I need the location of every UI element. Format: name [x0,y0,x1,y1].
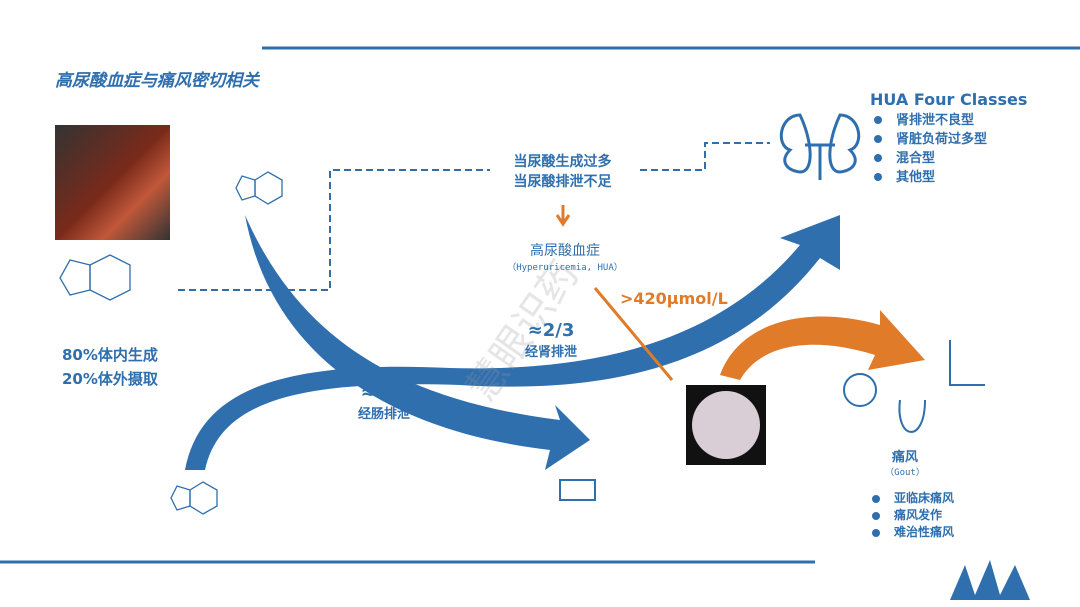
threshold-label: >420μmol/L [620,289,728,308]
source-line1: 80%体内生成 [62,346,158,364]
classes-title: HUA Four Classes [870,90,1028,109]
cause-line1: 当尿酸生成过多 [513,154,612,170]
cause-line2: 当尿酸排泄不足 [513,174,612,190]
gut-excretion: ≈1/3 经肠排泄 [358,382,410,422]
kidney-icon [779,113,861,180]
hua-label: 高尿酸血症 （Hyperuricemia, HUA） [490,240,640,273]
cause-text: 当尿酸生成过多 当尿酸排泄不足 [500,152,625,192]
gut-ratio: ≈1/3 [360,382,408,403]
arrow-to-gout [720,310,925,380]
hua-en: （Hyperuricemia, HUA） [507,263,623,273]
kidney-ratio: ≈2/3 [527,320,575,341]
dashed-connector-left [178,169,490,291]
purine-molecule-icon [59,171,283,515]
kidney-excretion: ≈2/3 经肾排泄 [525,320,577,360]
gout-stage: 痛风发作 [868,507,954,524]
gut-label: 经肠排泄 [358,407,411,422]
class-item: 混合型 [870,149,1027,168]
gout-label: 痛风 （Gout） [880,446,930,478]
hua-classes: HUA Four Classes 肾排泄不良型 肾脏负荷过多型 混合型 其他型 [870,90,1027,187]
class-item: 其他型 [870,168,1027,187]
gout-stage: 难治性痛风 [868,524,954,541]
urate-crystal-image [686,385,766,465]
down-arrow-icon [555,205,571,227]
intestine-icon [559,479,596,501]
grass-logo-icon [950,560,1030,600]
gout-icons [843,340,985,433]
arrow-to-gut [245,215,590,470]
gout-en: （Gout） [885,468,925,478]
arrow-to-kidney [185,215,840,470]
source-line2: 20%体外摄取 [62,370,158,388]
source-text: 80%体内生成 20%体外摄取 [62,343,158,391]
gout-name: 痛风 [891,450,918,465]
threshold-line [593,287,674,381]
page-title: 高尿酸血症与痛风密切相关 [55,71,259,91]
shrimp-image [55,125,170,240]
gout-stages: 亚临床痛风 痛风发作 难治性痛风 [868,490,954,541]
class-item: 肾排泄不良型 [870,111,1027,130]
dashed-connector-right [640,142,770,171]
kidney-label: 经肾排泄 [525,345,578,360]
class-item: 肾脏负荷过多型 [870,130,1027,149]
gout-stage: 亚临床痛风 [868,490,954,507]
hua-name: 高尿酸血症 [530,243,600,259]
